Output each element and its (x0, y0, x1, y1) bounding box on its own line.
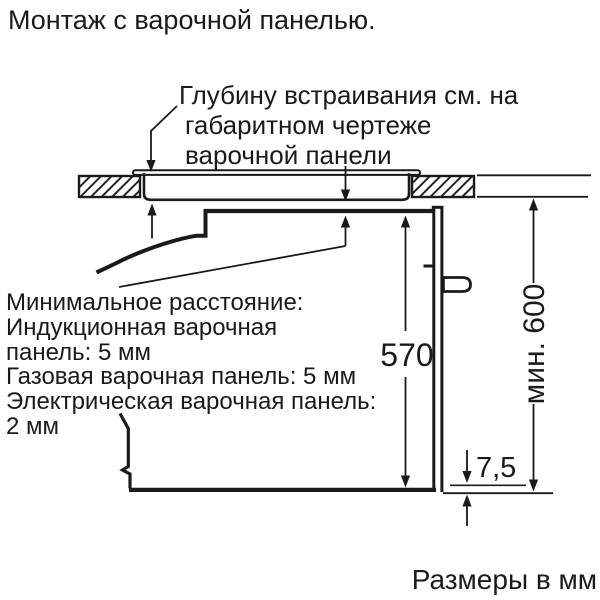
dimension-600-label: мин. 600 (518, 284, 551, 405)
page-title: Монтаж с варочной панелью. (8, 5, 376, 35)
min-distance-line3: панель: 5 мм (6, 339, 151, 366)
hob-body (142, 173, 411, 202)
arrowhead-down (462, 471, 472, 483)
dimension-600: мин. 600 (518, 198, 551, 492)
min-distance-arrow-right (118, 215, 351, 288)
min-distance-line1: Минимальное расстояние: (6, 289, 303, 316)
worktop-left-section (77, 174, 142, 199)
dimension-7-5: 7,5 (462, 450, 516, 526)
oven-top-front-flange (95, 209, 208, 275)
oven-left-break-line (118, 412, 132, 489)
min-distance-arrow-left (147, 203, 157, 239)
hob-rim (132, 169, 421, 176)
depth-note-arrow-left (146, 105, 178, 172)
arrowhead-up (147, 203, 157, 216)
min-distance-line2: Индукционная варочная (6, 314, 277, 341)
dimension-7-5-label: 7,5 (476, 452, 516, 484)
depth-note-line3: варочной панели (185, 140, 392, 170)
worktop-right-section (410, 174, 476, 199)
leader-line (118, 245, 346, 288)
dimension-570-label: 570 (380, 337, 433, 373)
hob (132, 169, 421, 202)
dimension-570: 570 (380, 215, 434, 488)
door-handle (442, 276, 472, 293)
worktop (77, 174, 591, 199)
depth-note: Глубину встраивания см. на габаритном че… (146, 80, 519, 202)
min-distance-line4: Газовая варочная панель: 5 мм (6, 363, 356, 390)
arrowhead-down (528, 479, 539, 492)
arrowhead-down (340, 189, 351, 202)
arrowhead-down (400, 475, 411, 488)
oven-body (95, 208, 436, 492)
arrowhead-up (528, 198, 539, 211)
units-note: Размеры в мм (412, 564, 597, 595)
min-distance-line6: 2 мм (6, 413, 59, 440)
arrowhead-up (400, 215, 411, 228)
arrowhead-down (146, 160, 156, 172)
depth-note-arrow-center (340, 166, 351, 202)
depth-note-line1: Глубину встраивания см. на (179, 80, 519, 110)
min-distance-line5: Электрическая варочная панель: (6, 388, 376, 415)
arrowhead-up (340, 215, 351, 228)
depth-note-line2: габаритном чертеже (185, 110, 431, 140)
arrowhead-up (462, 494, 472, 507)
min-distance-note: Минимальное расстояние: Индукционная вар… (6, 203, 376, 440)
oven-door (423, 205, 553, 495)
